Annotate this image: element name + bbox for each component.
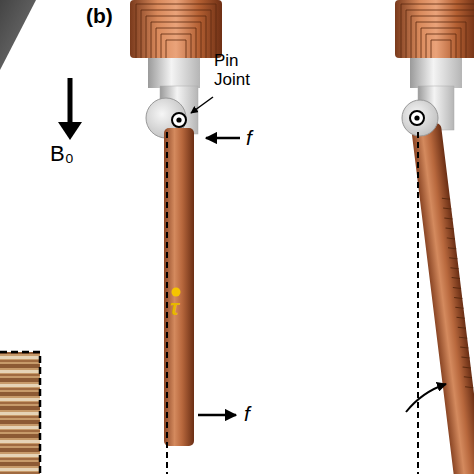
photo-inset — [0, 352, 40, 474]
torque-symbol: τ — [170, 296, 179, 320]
leader-line — [191, 97, 213, 113]
field-arrow — [68, 78, 73, 124]
reference-line — [166, 132, 168, 474]
actuator-upright — [130, 0, 222, 446]
force-arrow — [198, 414, 236, 417]
panel-label: (b) — [86, 4, 113, 27]
image-fragment — [0, 0, 36, 70]
field-arrowhead — [58, 122, 82, 140]
part-name: Pin Joint — [214, 52, 274, 89]
inset-border — [0, 352, 40, 474]
force-label: f — [244, 402, 250, 425]
actuator-deflected — [395, 0, 474, 474]
field-label: B₀ — [50, 142, 74, 166]
reference-line — [417, 132, 419, 474]
force-arrow — [206, 137, 240, 140]
force-label: f — [246, 126, 252, 149]
rotation-arrow — [406, 384, 446, 412]
